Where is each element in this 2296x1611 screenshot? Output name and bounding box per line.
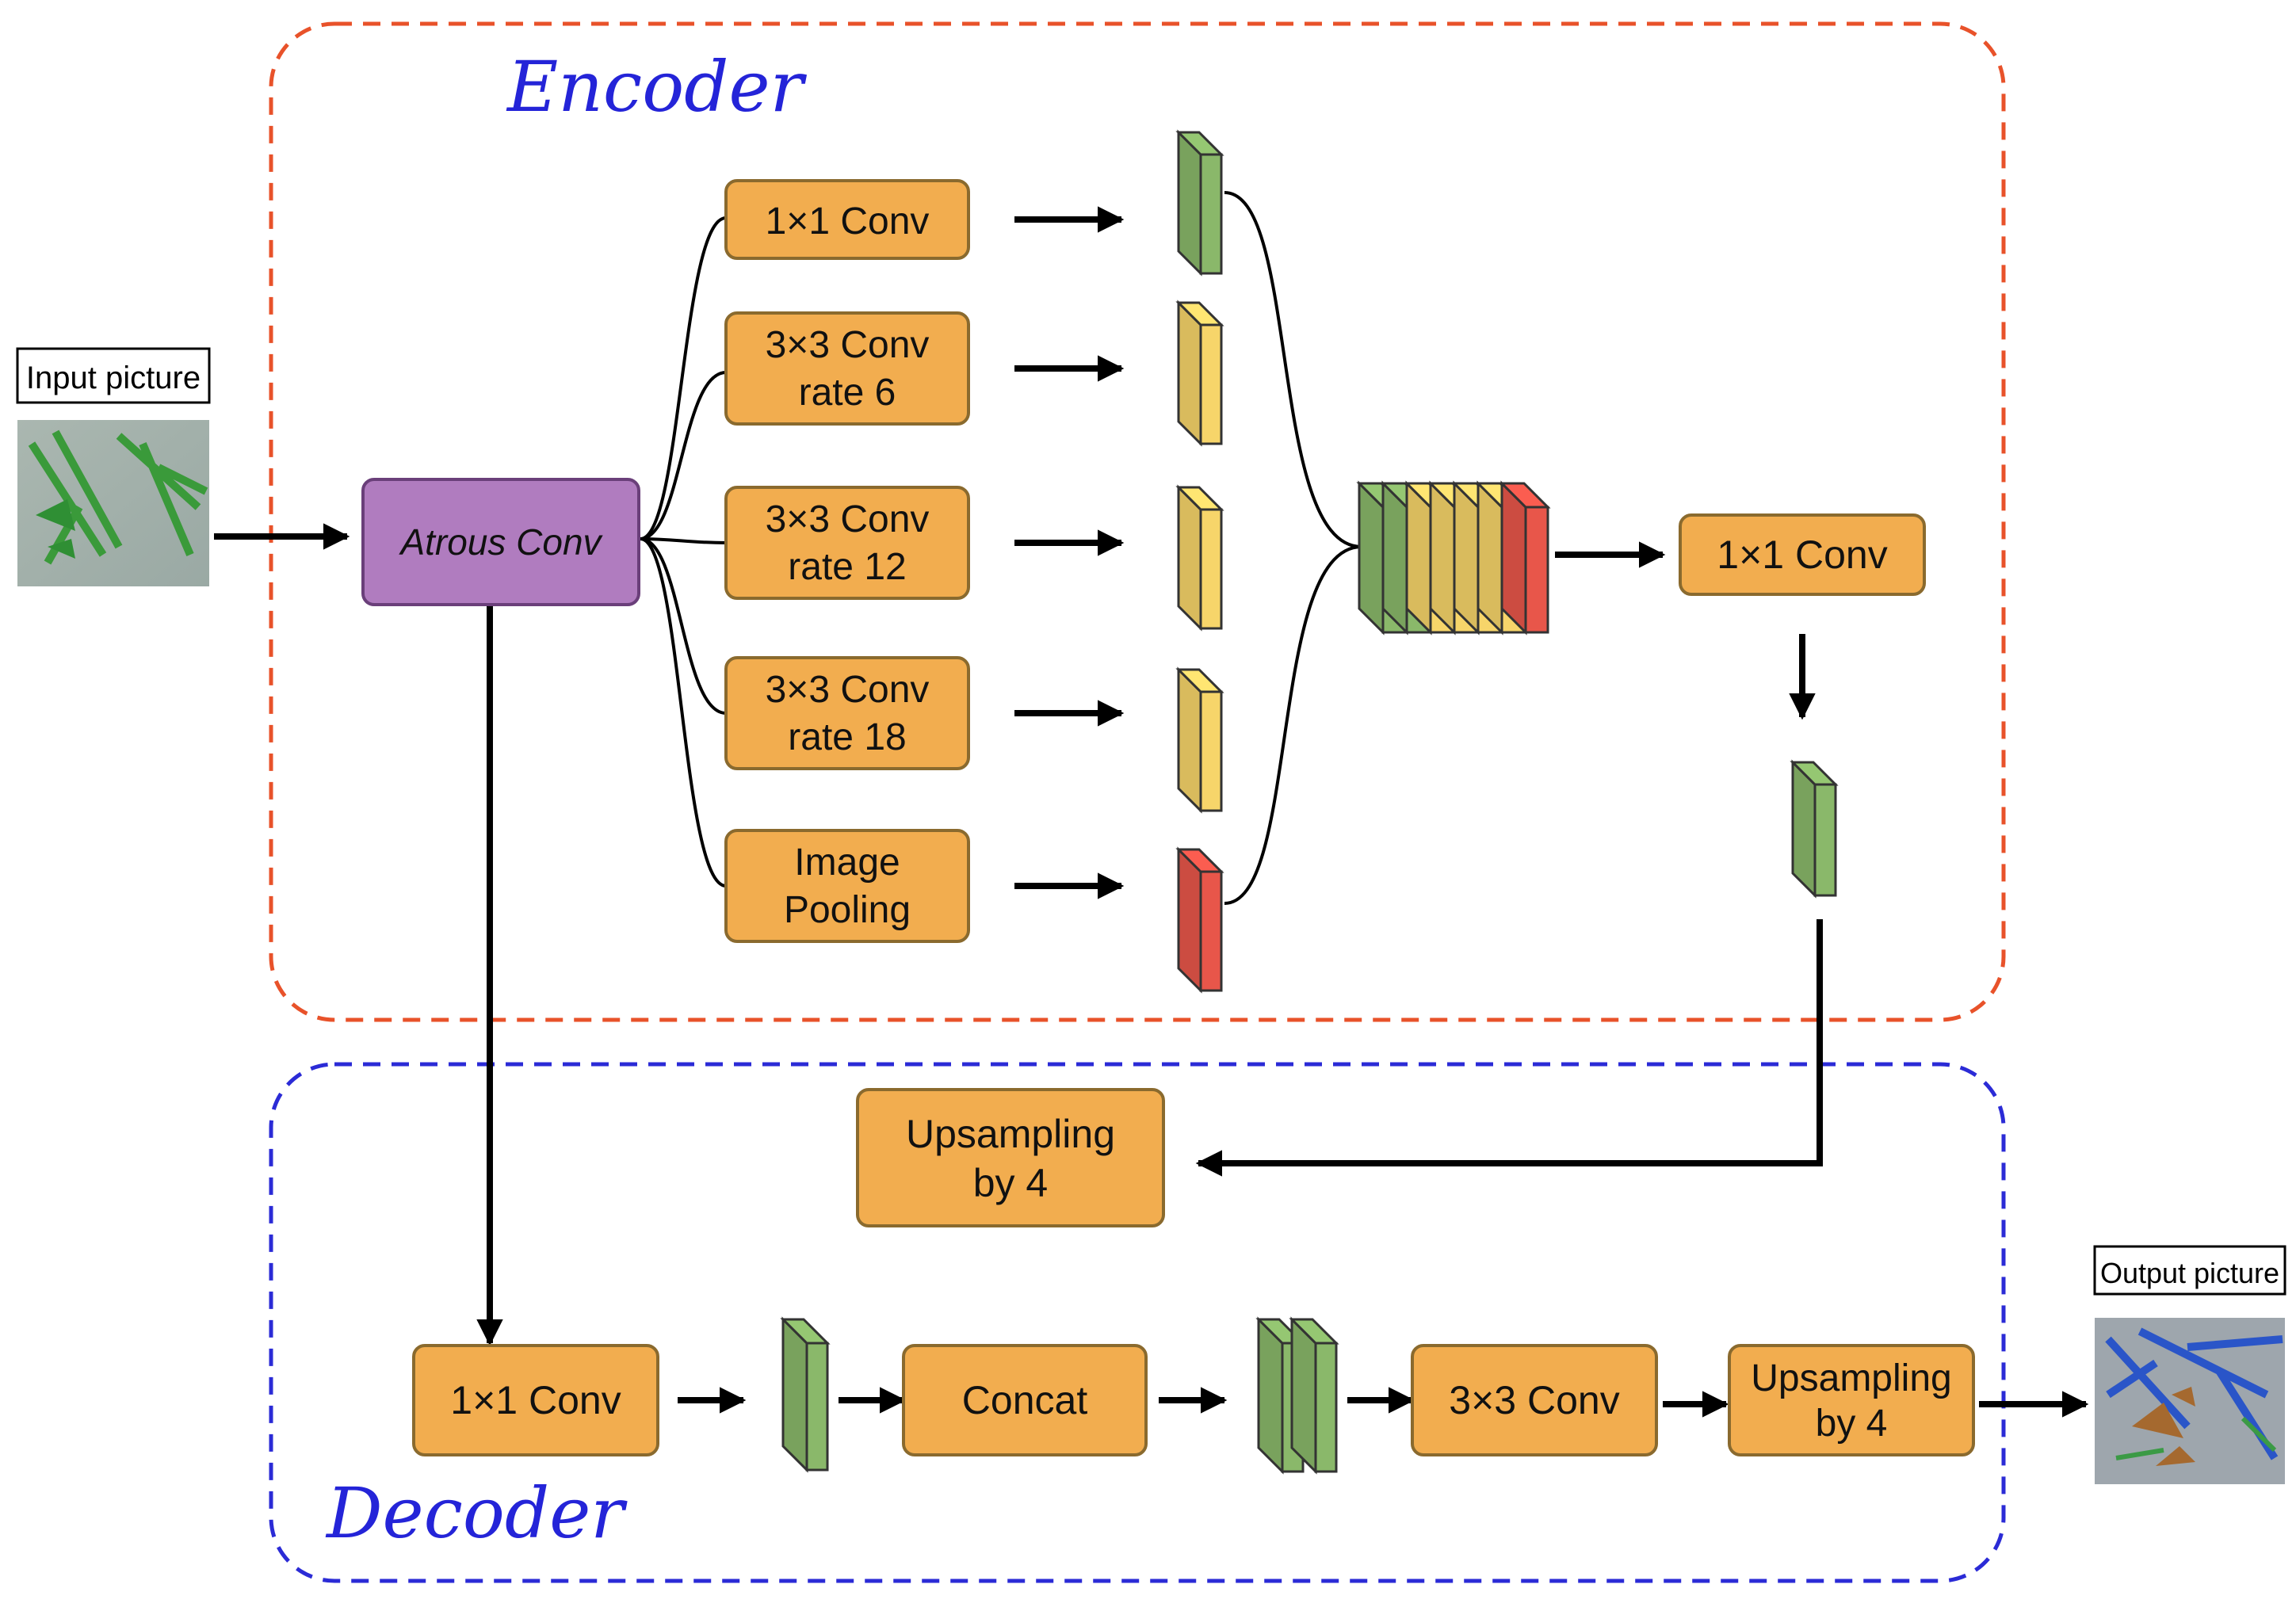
branch-label: Pooling [784,889,911,931]
branch-curves [640,216,727,888]
branch-box [724,486,970,600]
branch-label: 3×3 Conv [766,669,930,711]
decoder-region [269,1062,2006,1583]
encoder-output-feature [1790,759,1839,899]
output-label: Output picture [2100,1257,2279,1289]
upsample-top-line2: by 4 [973,1161,1049,1205]
atrous-conv-label: Atrous Conv [398,521,603,563]
branch-feature-green [1175,129,1224,277]
arrow-encoder-to-upsample [1195,919,1823,1177]
encoder-label: Encoder [506,46,808,128]
upsample-top-box [856,1088,1165,1227]
concat-box [902,1344,1148,1456]
upsample-final-line1: Upsampling [1751,1357,1951,1399]
branch-feature-red [1175,846,1224,994]
dec-concat-slab-2 [1289,1316,1339,1475]
dec-low-slab [780,1316,831,1473]
concat-feature-stack [1356,480,1551,636]
decoder-3x3-conv-box [1411,1344,1658,1456]
branch-label: rate 18 [788,716,906,758]
decoder-1x1-conv-label: 1×1 Conv [450,1378,621,1422]
enc-out-slab [1790,759,1839,899]
decoder-label: Decoder [325,1472,628,1554]
encoder-1x1-conv-label: 1×1 Conv [1717,533,1887,577]
decoder-low-feature [780,1316,831,1473]
upsample-top-line1: Upsampling [906,1112,1115,1156]
input-image [17,420,209,586]
branch-box [724,656,970,770]
stack-slab-7 [1499,480,1551,636]
decoder-1x1-conv-box [412,1344,659,1456]
branch-box [724,179,970,260]
branch-feature-yellow [1175,300,1224,447]
merge-curves [1224,191,1362,905]
branch-box [724,311,970,426]
branch-label: 3×3 Conv [766,324,930,366]
input-label: Input picture [26,361,201,395]
input-label-box [16,347,211,404]
output-label-box [2093,1245,2286,1296]
branch-feature-yellow [1175,666,1224,814]
decoder-concat-feature [1255,1316,1339,1475]
branch-2: 3×3 Conv rate 6 [724,300,1224,447]
branch-3: 3×3 Conv rate 12 [724,484,1224,632]
output-image [2095,1318,2285,1484]
branch-label: 3×3 Conv [766,498,930,540]
branch-label: rate 12 [788,546,906,588]
branch-1: 1×1 Conv [724,129,1224,277]
branch-4: 3×3 Conv rate 18 [724,656,1224,814]
branch-feature-yellow [1175,484,1224,632]
upsample-final-line2: by 4 [1816,1403,1888,1445]
branch-label: rate 6 [799,372,896,414]
atrous-conv-box [361,478,640,606]
upsample-final-box [1728,1344,1975,1456]
branch-label: Image [794,842,900,884]
decoder-3x3-conv-label: 3×3 Conv [1449,1378,1619,1422]
encoder-1x1-conv-box [1679,513,1926,596]
branch-box [724,829,970,943]
encoder-region [269,21,2006,1022]
branch-label: 1×1 Conv [766,200,930,242]
concat-label: Concat [962,1378,1088,1422]
